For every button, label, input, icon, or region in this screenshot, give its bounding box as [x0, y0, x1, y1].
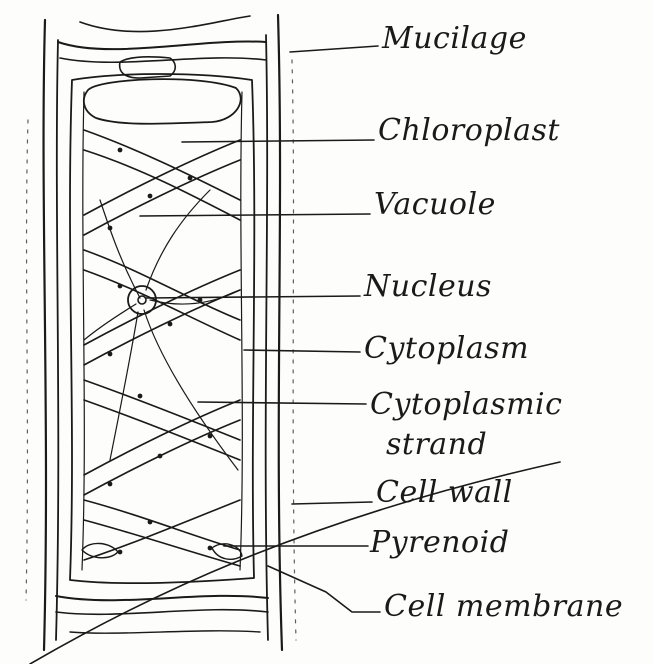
label-cytoplasm: Cytoplasm	[364, 334, 529, 364]
cell-wall-left-outer	[44, 20, 46, 650]
vacuole-top	[84, 79, 241, 124]
mucilage-outline-left	[26, 120, 28, 600]
label-mucilage: Mucilage	[382, 24, 527, 54]
cytoplasm-lining	[82, 92, 84, 570]
label-cytoplasmic-strand-line1: Cytoplasmic	[370, 390, 562, 420]
label-cell-wall: Cell wall	[376, 478, 513, 508]
label-cell-membrane: Cell membrane	[384, 592, 623, 622]
cell-wall-left-inner	[56, 40, 58, 640]
pointer-lines	[140, 46, 380, 612]
chloroplast-spiral	[84, 130, 240, 566]
label-nucleus: Nucleus	[364, 272, 492, 302]
bottom-cross-wall	[56, 596, 268, 600]
top-cross-wall	[58, 42, 266, 50]
label-chloroplast: Chloroplast	[378, 116, 560, 146]
label-pyrenoid: Pyrenoid	[370, 528, 509, 558]
label-cytoplasmic-strand-line2: strand	[386, 430, 487, 460]
cell-wall-right-outer	[278, 15, 282, 650]
cell-membrane	[70, 74, 254, 583]
mucilage-outline-right	[292, 60, 296, 640]
pyrenoids	[108, 148, 213, 555]
label-vacuole: Vacuole	[374, 190, 496, 220]
